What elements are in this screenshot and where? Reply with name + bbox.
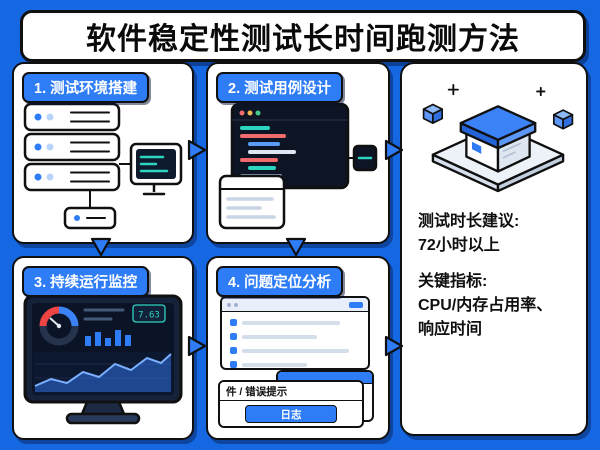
step-2-label: 2. 测试用例设计 bbox=[228, 81, 332, 97]
monitoring-illustration: 7.63 bbox=[14, 294, 192, 434]
arrow-step2-panel-icon bbox=[384, 139, 404, 161]
step-3-label: 3. 持续运行监控 bbox=[34, 275, 138, 291]
window-button-icon bbox=[349, 301, 363, 308]
checkbox-icon bbox=[230, 361, 237, 368]
metrics-label: 关键指标: bbox=[418, 273, 488, 290]
package-box-icon bbox=[422, 84, 574, 193]
arrow-step1-step3-icon bbox=[90, 237, 112, 257]
duration-label: 测试时长建议: bbox=[418, 213, 520, 230]
error-dialog-body: 日志 bbox=[220, 401, 362, 423]
step-3-header: 3. 持续运行监控 bbox=[22, 266, 150, 297]
error-dialog-titlebar: 件 / 错误提示 bbox=[220, 382, 362, 401]
summary-panel: 测试时长建议: 72小时以上 关键指标: CPU/内存占用率、 响应时间 bbox=[400, 62, 588, 436]
list-item bbox=[230, 319, 360, 326]
checkbox-icon bbox=[230, 319, 237, 326]
step-1-header: 1. 测试环境搭建 bbox=[22, 72, 150, 103]
step-1-label: 1. 测试环境搭建 bbox=[34, 81, 138, 97]
test-case-illustration bbox=[208, 100, 388, 238]
server-setup-illustration bbox=[14, 100, 192, 238]
arrow-step4-panel-icon bbox=[384, 335, 404, 357]
log-button: 日志 bbox=[245, 405, 337, 423]
analysis-illustration: 件 / 错误提示 日志 bbox=[218, 294, 378, 430]
code-editor-icon bbox=[218, 102, 378, 230]
dashboard-value: 7.63 bbox=[138, 311, 160, 321]
window-dot-icon bbox=[227, 302, 231, 307]
step-2-header: 2. 测试用例设计 bbox=[216, 72, 344, 103]
spacer bbox=[418, 258, 570, 270]
window-dot-icon bbox=[234, 302, 238, 307]
list-line bbox=[242, 362, 307, 367]
arrow-step1-step2-icon bbox=[187, 139, 207, 161]
list-line bbox=[242, 334, 318, 339]
title-banner: 软件稳定性测试长时间跑测方法 bbox=[20, 10, 586, 62]
step-card-1: 1. 测试环境搭建 bbox=[12, 62, 194, 244]
dashboard-monitor-icon: 7.63 bbox=[23, 294, 183, 425]
list-item bbox=[230, 333, 360, 340]
list-item bbox=[230, 347, 360, 354]
summary-text: 测试时长建议: 72小时以上 关键指标: CPU/内存占用率、 响应时间 bbox=[418, 210, 570, 342]
arrow-step3-step4-icon bbox=[187, 335, 207, 357]
checkbox-icon bbox=[230, 347, 237, 354]
error-dialog-title: 件 / 错误提示 bbox=[226, 385, 288, 398]
list-item bbox=[230, 361, 360, 368]
page-title: 软件稳定性测试长时间跑测方法 bbox=[86, 23, 520, 56]
step-4-header: 4. 问题定位分析 bbox=[216, 266, 344, 297]
list-window-titlebar bbox=[222, 298, 368, 312]
step-card-4: 4. 问题定位分析 件 / 错误提示 bbox=[206, 256, 390, 440]
step-card-3: 3. 持续运行监控 7.63 bbox=[12, 256, 194, 440]
step-4-label: 4. 问题定位分析 bbox=[228, 275, 332, 291]
metrics-value-1: CPU/内存占用率、 bbox=[418, 297, 553, 314]
arrow-step2-step4-icon bbox=[285, 237, 307, 257]
server-stack-icon bbox=[23, 102, 183, 230]
duration-value: 72小时以上 bbox=[418, 237, 500, 254]
list-line bbox=[242, 348, 349, 353]
issue-list-window bbox=[220, 296, 370, 370]
checkbox-icon bbox=[230, 333, 237, 340]
error-dialog: 件 / 错误提示 日志 bbox=[218, 380, 364, 428]
step-card-2: 2. 测试用例设计 bbox=[206, 62, 390, 244]
metrics-value-2: 响应时间 bbox=[418, 321, 483, 338]
list-line bbox=[242, 320, 340, 325]
